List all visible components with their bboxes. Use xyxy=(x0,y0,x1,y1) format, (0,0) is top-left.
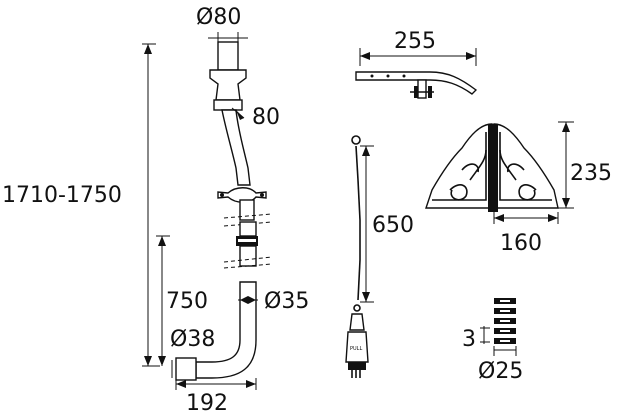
pull-handle-top xyxy=(349,313,365,331)
spacer-washers xyxy=(494,298,516,344)
lower-slip-pipe xyxy=(239,245,257,267)
cut-line-lower-2 xyxy=(223,263,273,269)
dim-label-spacer-diameter: Ø25 xyxy=(478,359,523,384)
cut-line-upper xyxy=(223,213,273,219)
dim-chain-length: 650 xyxy=(360,145,414,303)
dim-label-bracket-height: 235 xyxy=(570,161,612,186)
bracket-left xyxy=(425,123,493,209)
dim-label-lower-height: 750 xyxy=(166,289,208,314)
funnel-ring xyxy=(213,99,243,111)
dim-label-pipe-diameter: Ø35 xyxy=(264,289,309,314)
dim-label-outlet-diameter: Ø38 xyxy=(170,327,215,352)
dim-pipe-diameter: Ø35 xyxy=(238,289,309,314)
standpipe-assembly xyxy=(175,41,273,381)
dim-outlet-diameter: Ø38 xyxy=(170,327,215,378)
flange-screw-right xyxy=(260,193,264,197)
chain-top-ring xyxy=(351,135,361,145)
dim-label-top-diameter: Ø80 xyxy=(196,5,241,30)
dim-label-spacer-thickness: 3 xyxy=(462,327,476,352)
dim-spacer-thickness: 3 xyxy=(462,326,490,352)
dim-bracket-height: 235 xyxy=(558,121,612,209)
flange-screw-left xyxy=(220,193,224,197)
mid-pipe xyxy=(239,199,255,221)
pull-handle xyxy=(345,331,369,363)
support-arm xyxy=(355,71,478,99)
bracket-right xyxy=(493,123,559,209)
dim-flange-height: 80 xyxy=(231,105,280,130)
upper-pipe-bend xyxy=(221,109,251,186)
dim-arm-length: 255 xyxy=(359,29,477,66)
dim-label-outlet-offset: 192 xyxy=(186,391,228,416)
cut-line-lower xyxy=(223,256,273,263)
dim-spacer-diameter: Ø25 xyxy=(478,346,523,384)
dim-label-bracket-width: 160 xyxy=(500,231,542,256)
dim-overall-height: 1710-1750 xyxy=(2,43,160,367)
bracket-right-scroll xyxy=(499,149,537,201)
top-collar xyxy=(217,41,239,71)
bracket-left-scroll xyxy=(449,149,487,201)
dim-lower-height: 750 xyxy=(156,235,208,366)
dim-outlet-offset: 192 xyxy=(175,378,257,416)
dim-label-overall-height: 1710-1750 xyxy=(2,183,122,208)
dim-top-diameter: Ø80 xyxy=(196,5,248,44)
dim-label-arm-length: 255 xyxy=(394,29,436,54)
pull-label: PULL xyxy=(350,346,362,352)
dim-bracket-width: 160 xyxy=(493,212,559,256)
pull-handle-base xyxy=(348,362,366,370)
arm-clamp xyxy=(417,79,427,99)
outlet-nozzle xyxy=(175,357,197,381)
chain-pull-assembly: PULL xyxy=(345,135,369,378)
dim-label-flange-height: 80 xyxy=(252,105,280,130)
funnel-flare xyxy=(209,69,247,101)
arm-bar xyxy=(355,71,478,95)
dim-label-chain-length: 650 xyxy=(372,213,414,238)
slip-pipe xyxy=(239,221,257,237)
wall-brackets xyxy=(425,123,559,212)
wall-flange xyxy=(217,187,267,203)
coupling-band xyxy=(238,239,256,242)
lower-pipe-bend xyxy=(195,281,257,379)
